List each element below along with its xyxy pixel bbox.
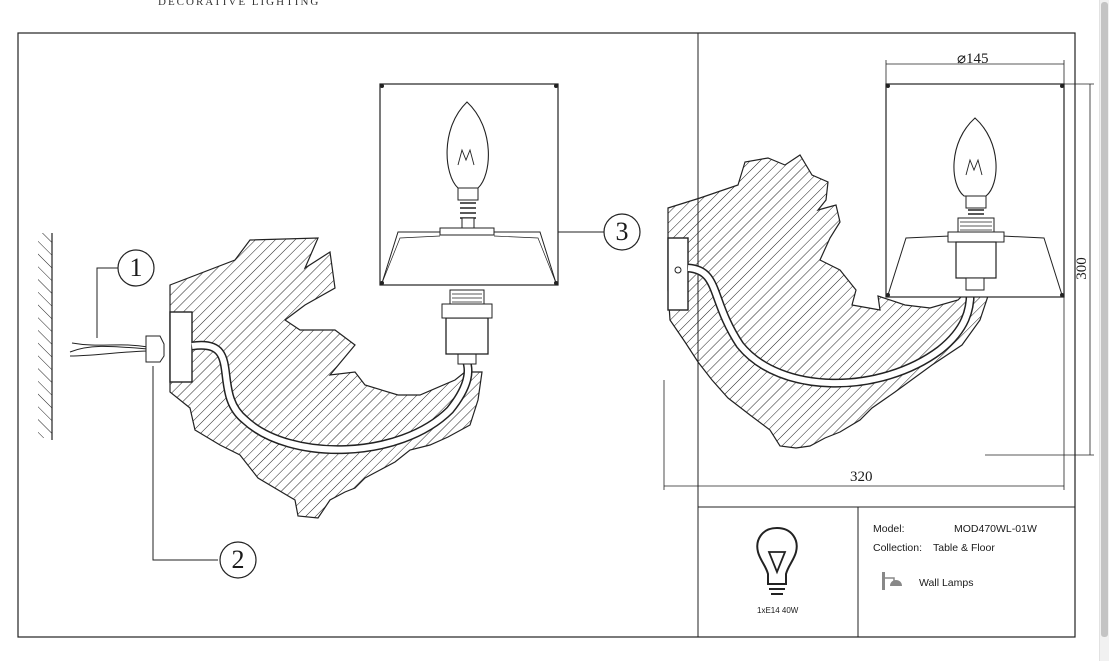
wall-lamp-icon	[882, 572, 902, 590]
callout-3: 3	[615, 217, 629, 246]
category-label: Wall Lamps	[919, 577, 974, 589]
bulb-spec: 1xE14 40W	[757, 606, 799, 615]
collection-value: Table & Floor	[933, 542, 995, 554]
model-value: MOD470WL-01W	[954, 523, 1037, 535]
arm-body	[169, 237, 483, 519]
model-label: Model:	[873, 523, 905, 535]
leader-1	[96, 267, 118, 338]
connector	[145, 335, 165, 363]
lamp-holder	[445, 317, 489, 355]
collection-label: Collection:	[873, 542, 923, 554]
dim-diameter: ⌀145	[957, 51, 989, 67]
right-view	[663, 60, 1094, 490]
vertical-scrollbar[interactable]	[1099, 0, 1109, 661]
backplate	[169, 311, 193, 383]
dim-width: 320	[850, 469, 873, 485]
arm-body-right	[667, 154, 991, 449]
wall-hatch	[38, 233, 52, 438]
callout-2: 2	[231, 545, 245, 574]
left-view	[38, 83, 641, 579]
shade-frame	[381, 231, 440, 284]
wire-1	[69, 345, 149, 353]
brand-tagline: DECORATIVE LIGHTING	[158, 0, 321, 8]
wire-2	[69, 350, 149, 357]
filament-icon	[457, 148, 475, 166]
bulb-left	[446, 101, 489, 229]
dim-height: 300	[1073, 257, 1090, 280]
bulb-right	[953, 117, 997, 215]
leader-2	[152, 366, 218, 561]
backplate-right	[667, 237, 689, 311]
wire-3	[71, 342, 149, 348]
bulb-icon	[756, 526, 798, 595]
drawing-frame	[17, 32, 1076, 638]
callout-1: 1	[129, 253, 143, 282]
scrollbar-thumb[interactable]	[1101, 2, 1108, 637]
